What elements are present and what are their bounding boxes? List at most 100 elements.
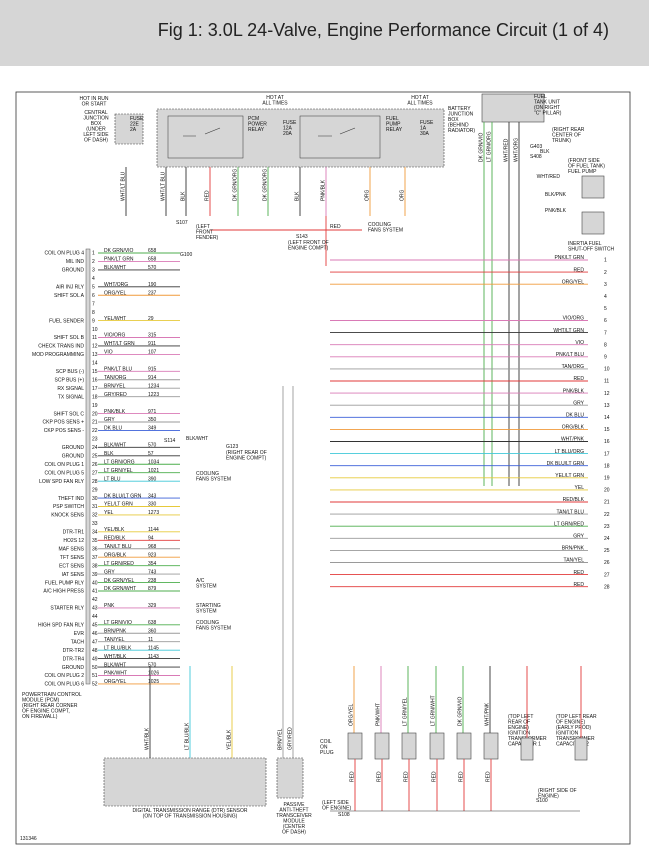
pcm-pin-label: SHIFT SOL A [54, 293, 85, 299]
pcm-pin-label: AIR INJ RLY [56, 285, 85, 291]
pcm-pin-number: 51 [92, 673, 98, 679]
right-wire-number: 16 [604, 439, 610, 445]
pcm-pin-number: 12 [92, 344, 98, 350]
hot-all-times-label: HOT AT [266, 95, 284, 101]
pcm-pin-number: 14 [92, 361, 98, 367]
right-wire-number: 15 [604, 427, 610, 433]
right-wire-color: YEL [575, 485, 585, 491]
lf-fender-label: FRONT [196, 230, 213, 236]
pcm-pin-label: RX SIGNAL [57, 386, 84, 392]
wire-color-label: WHT/BLK [104, 654, 127, 660]
pcm-pin-label: FUEL SENDER [49, 318, 84, 324]
pcm-pin-number: 50 [92, 665, 98, 671]
lf-engine-label: (LEFT FRONT OF [288, 240, 329, 246]
hot-all-times-label-2: ALL TIMES [407, 101, 433, 107]
dtr-caption: DIGITAL TRANSMISSION RANGE (DTR) SENSOR [133, 808, 248, 814]
wire-color-label: VIO/ORG [104, 333, 126, 339]
pats-module [276, 757, 304, 799]
lf-engine-label: ENGINE COMPT) [288, 246, 329, 252]
capacitor-2-label: (TOP LEFT REAR [556, 714, 597, 720]
fuse1-label: FUSE [130, 116, 144, 122]
pcm-power-relay [167, 115, 244, 159]
hot-all-times-label-2: HOT AT [411, 95, 429, 101]
s408-label: S408 [530, 154, 542, 160]
pcm-relay-label: POWER [248, 122, 267, 128]
pcm-pin-label: KNOCK SENS [51, 513, 84, 519]
pcm-pin-label: DTR-TR1 [63, 530, 85, 536]
coil-red-label: RED [350, 771, 356, 782]
capacitor-2 [574, 737, 588, 761]
right-wire-number: 1 [604, 258, 607, 264]
wire-color-label: LT GRN/ORG [104, 459, 135, 465]
vertical-wire-label: DK GRN/ORG [263, 169, 269, 201]
right-wire-number: 21 [604, 500, 610, 506]
coil-wire-label: DK GRN/VIO [458, 696, 464, 726]
wire-color-label: VIO [104, 350, 113, 356]
coil-on-plug [456, 732, 472, 760]
right-wire-color: TAN/LT BLU [556, 509, 584, 515]
circuit-number: 1145 [148, 645, 159, 651]
g123-location: (RIGHT REAR OF [226, 450, 267, 456]
fp-relay-label: PUMP [386, 122, 401, 128]
coil-red-label: RED [432, 771, 438, 782]
pcm-pin-number: 32 [92, 513, 98, 519]
circuit-number: 360 [148, 628, 157, 634]
wire-color-label: BLK/WHT [104, 662, 126, 668]
coil-wire-label: LT GRN/WHT [431, 695, 437, 726]
right-wire-color: GRY [573, 400, 584, 406]
coil-red-label: RED [377, 771, 383, 782]
wire-color-label: YEL/LT GRN [104, 502, 133, 508]
right-wire-number: 4 [604, 294, 607, 300]
fuel-pump [581, 175, 605, 199]
coil-red-label: RED [459, 771, 465, 782]
circuit-number: 1273 [148, 510, 159, 516]
wire-color-label: PNK/LT GRN [104, 257, 134, 263]
tank-wire-label: DK GRN/VIO [479, 132, 485, 162]
fuel-tank-unit [481, 93, 545, 123]
right-wire-number: 3 [604, 282, 607, 288]
wire-color-label: LT GRN/RED [104, 561, 134, 567]
wire-color-label: DK BLU/LT GRN [104, 493, 142, 499]
s108-label: S108 [338, 812, 350, 818]
pcm-pin-label: CHECK TRANS IND [38, 344, 84, 350]
right-wire-color: PNK/LT BLU [556, 352, 585, 358]
starting-label: STARTING [196, 603, 221, 609]
right-wire-number: 17 [604, 451, 610, 457]
cjb-label: OF DASH) [84, 138, 108, 144]
vertical-wire-label: ORG [400, 190, 406, 202]
circuit-number: 915 [148, 367, 157, 373]
dtr-sensor [103, 757, 267, 807]
wire-color-label: ORG/BLK [104, 552, 127, 558]
cooling-label-2: COOLING [196, 620, 219, 626]
right-wire-color: WHT/PNK [561, 437, 585, 443]
wire-color-label: RED/BLK [104, 536, 126, 542]
ac-label: A/C [196, 578, 205, 584]
pcm-pin-label: STARTER RLY [50, 606, 84, 612]
circuit-number: 349 [148, 426, 157, 432]
pcm-caption: ON FIREWALL) [22, 714, 58, 720]
pcm-pin-number: 46 [92, 631, 98, 637]
pcm-pin-number: 20 [92, 411, 98, 417]
right-wire-color: WHT/LT GRN [553, 328, 584, 334]
right-wire-color: VIO [575, 340, 584, 346]
circuit-number: 354 [148, 561, 157, 567]
pcm-pin-label: MOD PROGRAMMING [32, 352, 84, 358]
pcm-pin-number: 38 [92, 563, 98, 569]
wire-color-label: BLK/WHT [104, 265, 126, 271]
pcm-pin-label: DTR-TR2 [63, 648, 85, 654]
pcm-pin-number: 23 [92, 437, 98, 443]
right-wire-number: 24 [604, 536, 610, 542]
fuel-tank-label: FUEL [534, 94, 547, 100]
vertical-wire-label: BLK [181, 191, 187, 201]
capacitor-2-label: OF ENGINE) [556, 720, 586, 726]
pcm-pin-number: 27 [92, 470, 98, 476]
pcm-pin-number: 11 [92, 335, 97, 341]
pcm-pin-number: 15 [92, 369, 98, 375]
circuit-number: 911 [148, 341, 156, 347]
pcm-pin-number: 8 [92, 310, 95, 316]
circuit-number: 330 [148, 502, 157, 508]
bjb-label: JUNCTION [448, 112, 474, 118]
